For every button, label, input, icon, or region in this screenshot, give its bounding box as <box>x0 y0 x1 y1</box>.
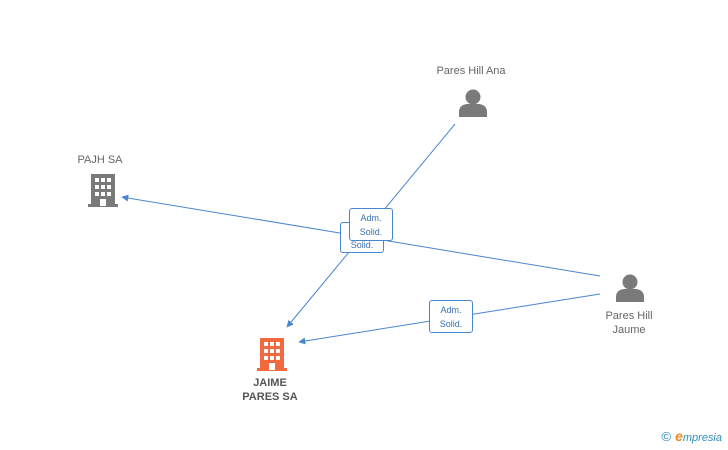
node-label-line: Pares Hill <box>605 310 653 322</box>
node-label-line: PARES SA <box>242 391 298 403</box>
node-label-pajh-sa[interactable]: PAJH SA <box>77 154 123 166</box>
building-icon-highlight[interactable] <box>257 338 287 371</box>
node-label-line: Jaume <box>612 324 646 336</box>
node-label-jaime-pares-sa[interactable]: JAIME PARES SA <box>225 376 315 404</box>
edge-role-line: Adm. <box>360 213 382 223</box>
edge-role-badge[interactable]: Adm. Solid. <box>429 300 473 333</box>
edge-role-line: Solid. <box>359 227 383 237</box>
building-icon[interactable] <box>88 174 118 207</box>
node-label-line: JAIME <box>253 377 287 389</box>
edge-role-line: Solid. <box>350 240 374 250</box>
person-icon[interactable] <box>616 274 644 303</box>
edge-role-line: Adm. <box>440 305 462 315</box>
edge-role-badge[interactable]: Adm. Solid. <box>349 208 393 241</box>
brand-name: mpresia <box>682 432 722 444</box>
copyright-icon: © <box>661 429 672 444</box>
edge-role-line: Solid. <box>439 319 463 329</box>
person-icon[interactable] <box>459 89 487 118</box>
brand-logo-initial: e <box>675 428 683 444</box>
node-label-pares-hill-jaume[interactable]: Pares Hill Jaume <box>584 309 674 337</box>
brand-watermark: ©empresia <box>661 428 722 444</box>
node-label-pares-hill-ana[interactable]: Pares Hill Ana <box>436 65 506 77</box>
